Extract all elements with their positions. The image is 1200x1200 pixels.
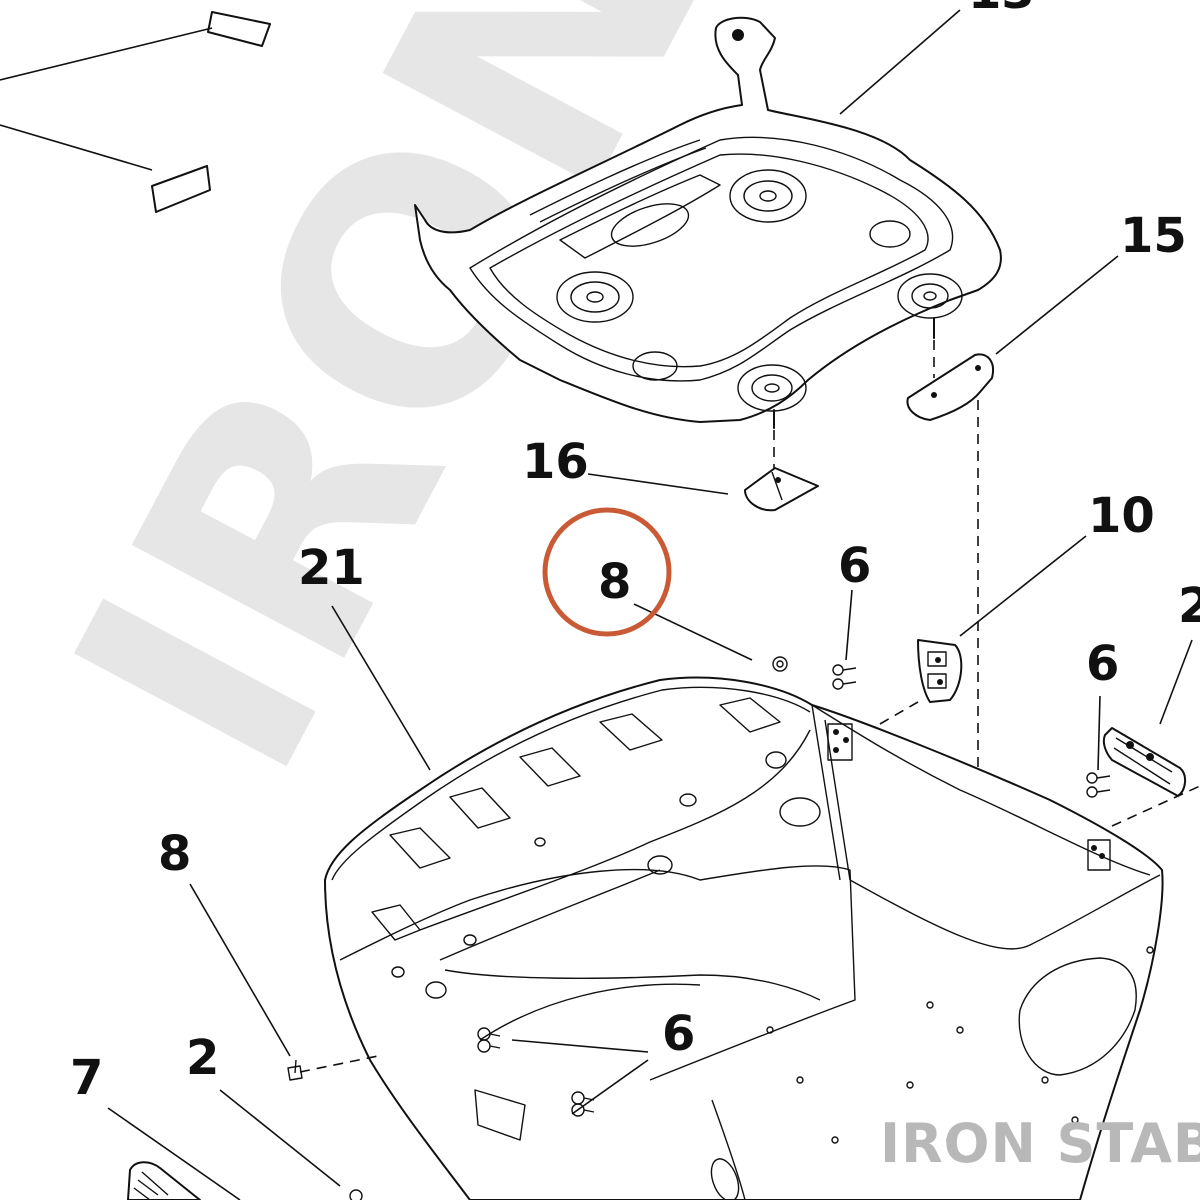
callout-7: 7 xyxy=(70,1050,103,1106)
part-15-bracket xyxy=(906,353,994,421)
callout-6-top: 6 xyxy=(838,538,871,594)
part-8-pin xyxy=(287,1059,303,1081)
screws-6-bottom xyxy=(477,1027,595,1117)
callout-13: 13 xyxy=(968,0,1035,20)
callout-21: 21 xyxy=(298,540,365,596)
part-16-bracket xyxy=(744,467,819,512)
part-2-screw xyxy=(349,1189,363,1200)
rivets xyxy=(766,946,1154,1144)
part-8-grommet xyxy=(772,656,788,672)
part-10-latch xyxy=(917,639,963,703)
boss xyxy=(556,271,634,323)
hinge-plates xyxy=(827,723,1111,871)
callout-8-left: 8 xyxy=(158,826,191,882)
boss xyxy=(897,273,963,319)
boss xyxy=(729,169,807,223)
boss xyxy=(737,364,807,412)
callout-8-highlighted: 8 xyxy=(598,554,631,610)
part-2-handle xyxy=(1102,727,1186,797)
callout-6-right: 6 xyxy=(1086,636,1119,692)
callout-6-bottom: 6 xyxy=(662,1006,695,1062)
screws-6-right xyxy=(1086,772,1111,798)
brand-watermark: IRON STABLE xyxy=(880,1112,1200,1175)
part-13-tray xyxy=(414,16,1002,470)
screws-6-top xyxy=(832,664,857,690)
callouts: 13 15 16 10 2 21 8 6 6 8 6 7 2 xyxy=(70,0,1200,1106)
callout-2-right: 2 xyxy=(1178,578,1200,634)
part-7-vent xyxy=(127,1161,201,1200)
callout-15: 15 xyxy=(1120,208,1187,264)
highlight-circle xyxy=(542,507,672,637)
callout-2-bottom: 2 xyxy=(186,1030,219,1086)
leader-lines xyxy=(107,9,1200,1200)
callout-10: 10 xyxy=(1088,488,1155,544)
callout-16: 16 xyxy=(522,434,589,490)
sticker-parts xyxy=(0,11,271,213)
